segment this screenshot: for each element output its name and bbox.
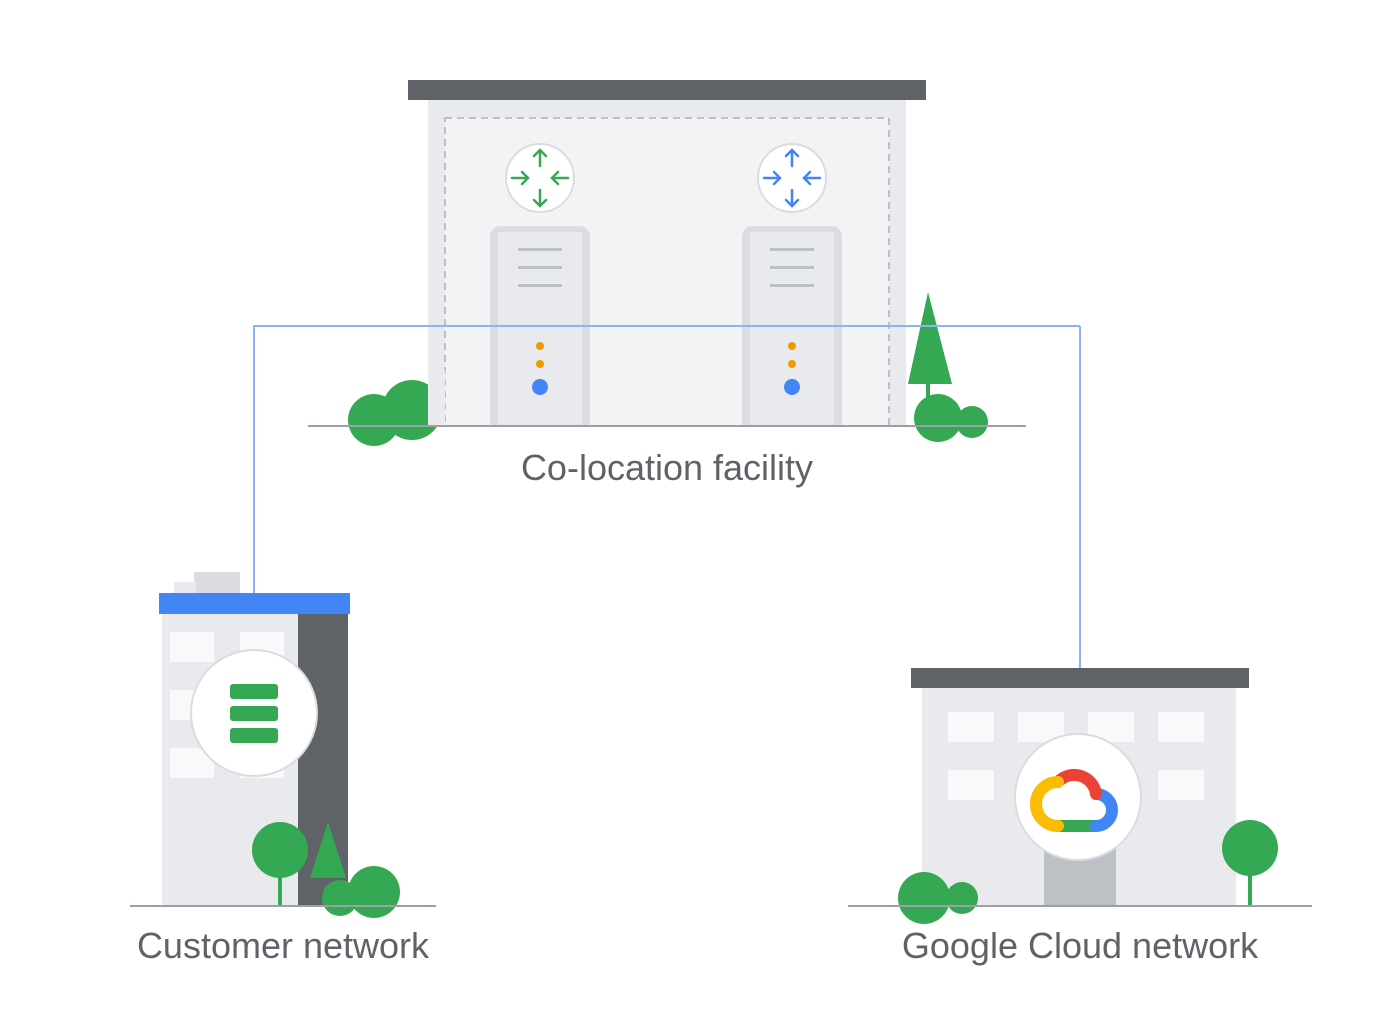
router-right-circle [757, 143, 827, 213]
server-right-led [788, 360, 796, 368]
server-left-led [536, 342, 544, 350]
window [948, 712, 994, 742]
server-left-front [498, 232, 582, 426]
connection-line-customer [253, 325, 1080, 650]
server-left-slot [518, 248, 562, 251]
connections [253, 325, 1081, 736]
server-right-led [788, 342, 796, 350]
window [1158, 770, 1204, 800]
bush [914, 394, 988, 442]
router-left-circle [505, 143, 575, 213]
router-left [505, 143, 575, 213]
rooftop-unit [174, 582, 196, 594]
server-left-slot [518, 284, 562, 287]
server-left-led [536, 360, 544, 368]
bush [348, 380, 442, 446]
customer-label: Customer network [137, 925, 430, 966]
google-cloud-logo-icon [1030, 768, 1118, 832]
router-icon [510, 148, 570, 208]
colocation-label: Co-location facility [521, 447, 813, 488]
tree-icon [252, 822, 308, 906]
server-left-power-led [532, 379, 548, 395]
customer-roof [159, 593, 350, 614]
server-right-slot [770, 266, 814, 269]
tree-icon [1222, 820, 1278, 906]
colocation-facility: Co-location facility [308, 80, 1026, 488]
window [948, 770, 994, 800]
tree-icon [310, 822, 346, 878]
server-right-power-led [784, 379, 800, 395]
google-label: Google Cloud network [902, 925, 1259, 966]
google-node [1014, 733, 1142, 861]
router-icon [762, 148, 822, 208]
customer-building: Customer network [130, 572, 436, 966]
google-building: Google Cloud network [848, 668, 1312, 966]
facility-roof [408, 80, 926, 100]
rooftop-unit [194, 572, 240, 594]
window [170, 632, 214, 662]
server-right-slot [770, 284, 814, 287]
server-left-slot [518, 266, 562, 269]
storage-stack-icon [230, 684, 278, 743]
router-right [757, 143, 827, 213]
server-right-front [750, 232, 834, 426]
facility-wall-cover [428, 370, 445, 426]
google-roof [911, 668, 1249, 688]
customer-node [190, 649, 318, 777]
window [1158, 712, 1204, 742]
server-right-slot [770, 248, 814, 251]
